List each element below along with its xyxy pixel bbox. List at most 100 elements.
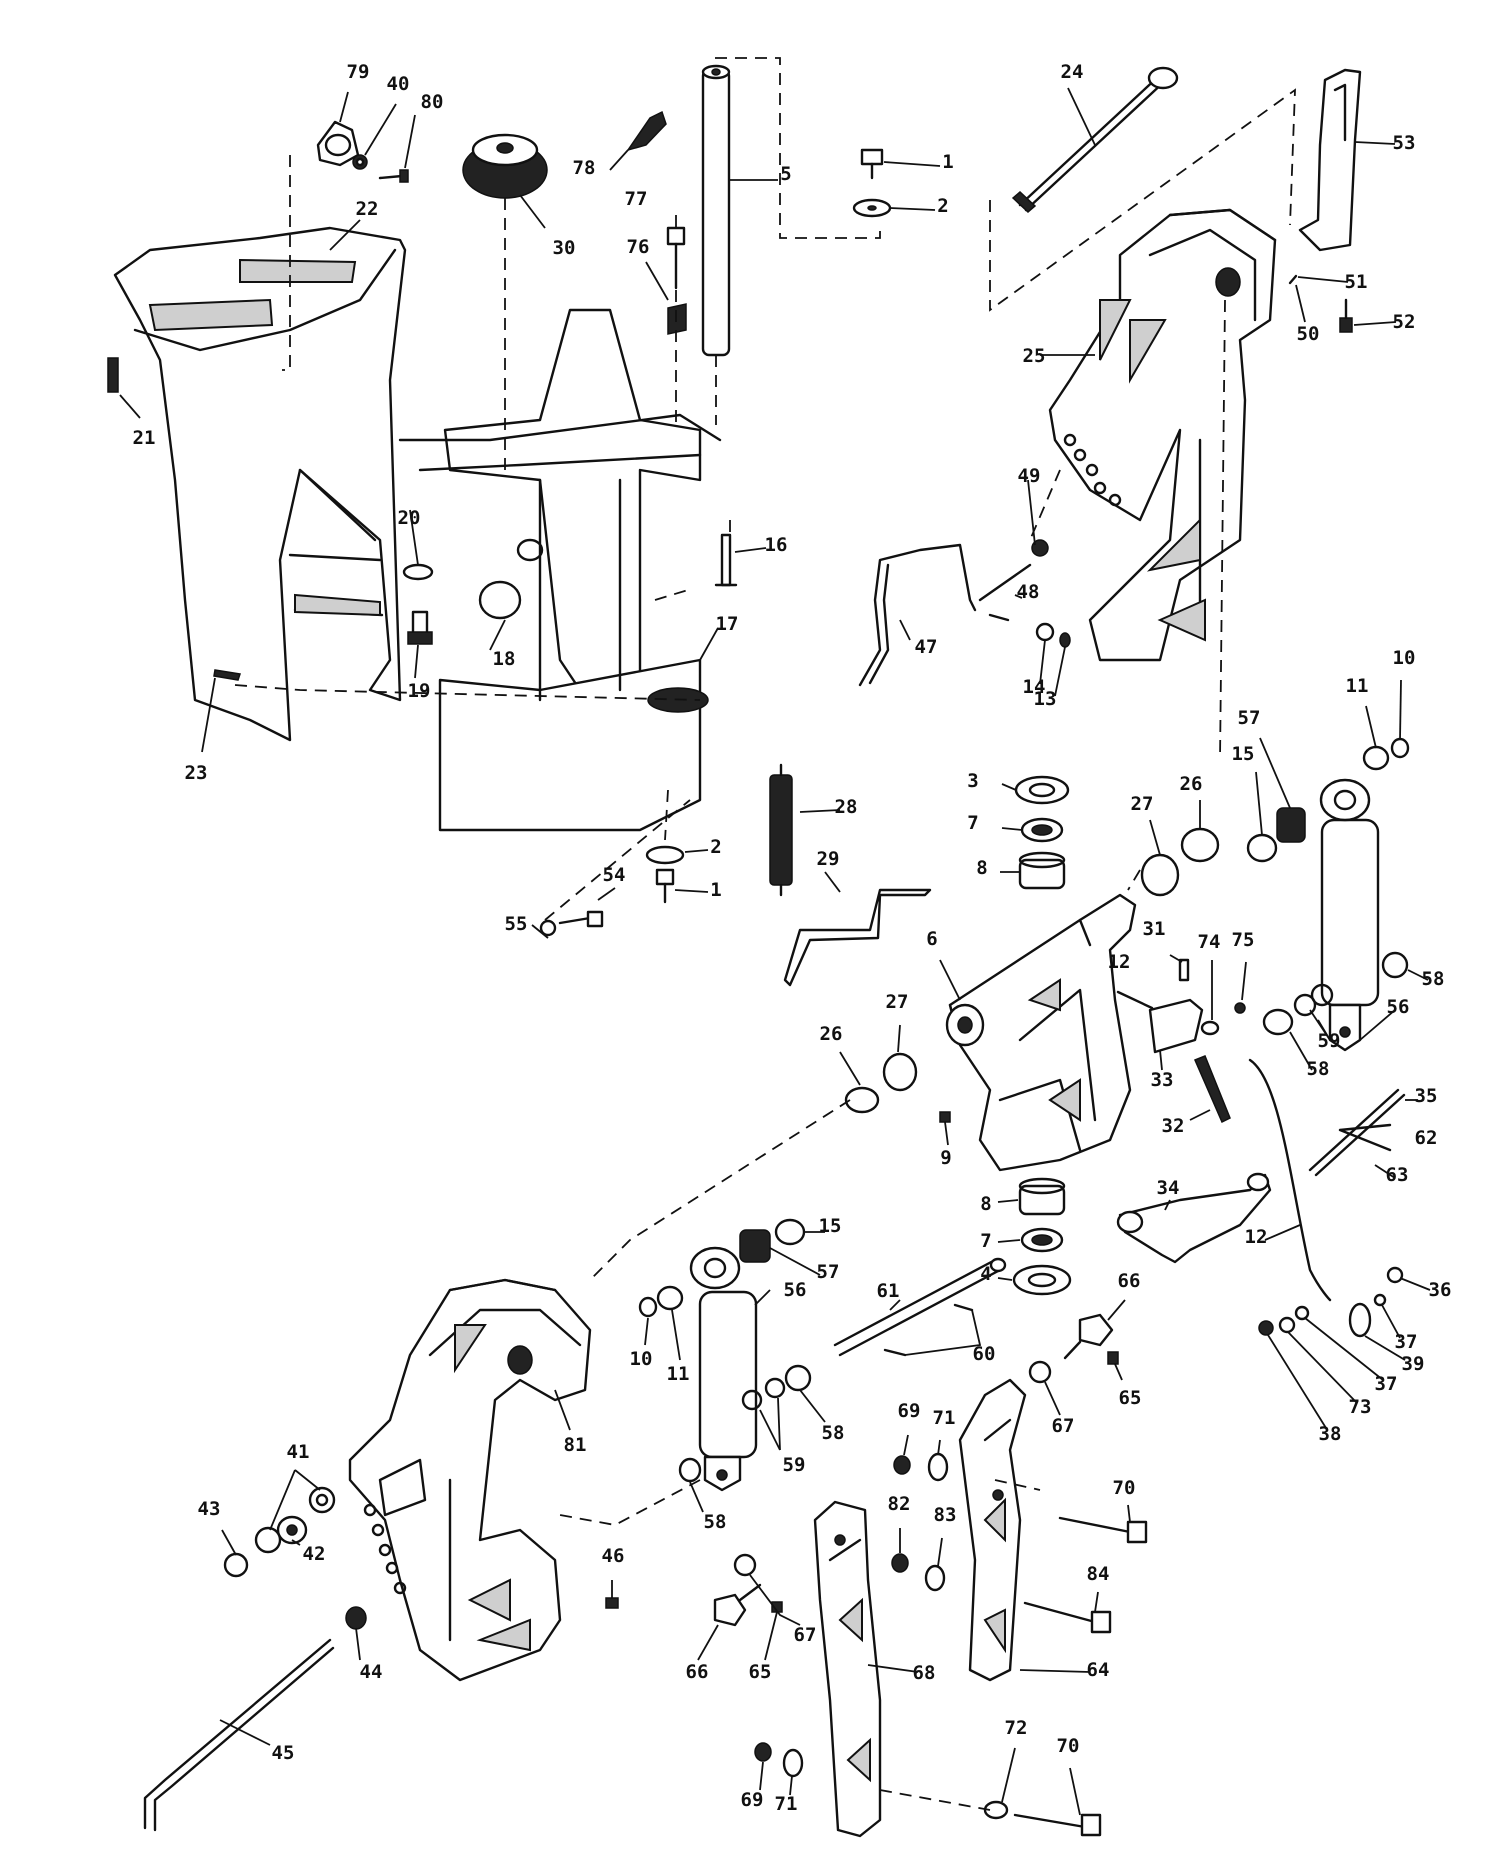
callout-c77: 77 xyxy=(625,188,648,210)
nut-69-lower xyxy=(754,1742,772,1762)
nut-49 xyxy=(1031,539,1049,557)
callout-c17: 17 xyxy=(716,613,739,635)
spring-28 xyxy=(769,763,793,897)
nut-43 xyxy=(223,1552,249,1578)
callout-c8a: 8 xyxy=(976,857,987,879)
callout-c32: 32 xyxy=(1162,1115,1185,1137)
callout-c53: 53 xyxy=(1393,132,1416,154)
callout-labels: 1257776787940803022212016181917232453515… xyxy=(133,61,1452,1815)
callout-c20: 20 xyxy=(398,507,421,529)
link-39 xyxy=(1348,1302,1372,1338)
callout-c68: 68 xyxy=(913,1662,936,1684)
tilt-tube xyxy=(1011,66,1179,214)
callout-c15b: 15 xyxy=(819,1215,842,1237)
washer-58-upper-b xyxy=(1262,1008,1294,1036)
screw-52 xyxy=(1339,298,1353,333)
callout-c74: 74 xyxy=(1198,931,1221,953)
callout-c55: 55 xyxy=(505,913,528,935)
washer-11-upper xyxy=(1362,745,1390,771)
callout-c59a: 59 xyxy=(1318,1030,1341,1052)
pin-74 xyxy=(1200,1020,1220,1036)
callout-c84: 84 xyxy=(1087,1563,1110,1585)
callout-c25: 25 xyxy=(1023,345,1046,367)
pin-48 xyxy=(978,563,1032,622)
washer-37b xyxy=(1294,1305,1310,1321)
bolt-70-upper xyxy=(1058,1516,1148,1544)
callout-c52: 52 xyxy=(1393,311,1416,333)
callout-c67b: 67 xyxy=(794,1624,817,1646)
callout-c57a: 57 xyxy=(1238,707,1261,729)
transom-bracket-starboard xyxy=(1048,208,1277,662)
callout-c2b: 2 xyxy=(710,836,721,858)
screw-46 xyxy=(605,1597,619,1609)
bushing-27-upper xyxy=(1140,853,1180,897)
alignment-lines xyxy=(234,57,1296,1811)
callout-c15a: 15 xyxy=(1232,743,1255,765)
cylinder-56-lower xyxy=(689,1246,758,1492)
callout-c39: 39 xyxy=(1402,1353,1425,1375)
callout-c12a: 12 xyxy=(1108,951,1131,973)
callout-c30: 30 xyxy=(553,237,576,259)
callout-c58d: 58 xyxy=(704,1511,727,1533)
callout-c11b: 11 xyxy=(667,1363,690,1385)
callout-c26b: 26 xyxy=(820,1023,843,1045)
callout-c57b: 57 xyxy=(817,1261,840,1283)
callout-c22: 22 xyxy=(356,198,379,220)
tilt-rod-47 xyxy=(858,543,977,687)
callout-c63: 63 xyxy=(1386,1164,1409,1186)
link-34 xyxy=(1118,1173,1272,1264)
washer-15-lower xyxy=(774,1218,806,1246)
tilt-rod-47-inner xyxy=(868,563,890,685)
callout-c64: 64 xyxy=(1087,1659,1110,1681)
callout-c54: 54 xyxy=(603,864,626,886)
lower-bushings xyxy=(1012,1177,1072,1296)
leader-62 xyxy=(1338,1123,1392,1152)
callout-c7a: 7 xyxy=(967,812,978,834)
washer-15-upper xyxy=(1246,833,1278,863)
callout-c19: 19 xyxy=(408,680,431,702)
washer-55 xyxy=(539,919,557,937)
upper-bushings xyxy=(1014,775,1070,890)
callout-c31: 31 xyxy=(1143,918,1166,940)
callout-c9: 9 xyxy=(940,1147,951,1169)
callout-c11a: 11 xyxy=(1346,675,1369,697)
callout-c26a: 26 xyxy=(1180,773,1203,795)
washer-41b xyxy=(315,1493,329,1507)
callout-c82: 82 xyxy=(888,1493,911,1515)
tilt-lever-68 xyxy=(813,1500,882,1838)
callout-c66b: 66 xyxy=(686,1661,709,1683)
swivel-bracket xyxy=(945,893,1137,1172)
callout-c67a: 67 xyxy=(1052,1415,1075,1437)
callout-c69a: 69 xyxy=(898,1400,921,1422)
callout-c58c: 58 xyxy=(822,1422,845,1444)
washer-26-lower xyxy=(844,1086,880,1114)
ring-59-lower-a xyxy=(741,1389,763,1411)
screw-36 xyxy=(1386,1266,1404,1284)
bolt-84 xyxy=(1023,1601,1112,1634)
callout-c42: 42 xyxy=(303,1543,326,1565)
callout-c1a: 1 xyxy=(942,151,953,173)
washer-73 xyxy=(1278,1316,1296,1334)
callout-c38: 38 xyxy=(1319,1423,1342,1445)
port-bracket-holes xyxy=(363,1503,407,1595)
callout-c37a: 37 xyxy=(1395,1331,1418,1353)
washer-67-left xyxy=(733,1553,757,1577)
washer-71-lower xyxy=(782,1748,804,1778)
callout-c51: 51 xyxy=(1345,271,1368,293)
washer-2-lower xyxy=(645,845,685,865)
callout-c44: 44 xyxy=(360,1661,383,1683)
callout-c27a: 27 xyxy=(1131,793,1154,815)
callout-c78: 78 xyxy=(573,157,596,179)
nut-38 xyxy=(1258,1320,1274,1336)
lever-29 xyxy=(783,888,932,987)
nut-82 xyxy=(891,1553,909,1573)
callout-c7b: 7 xyxy=(980,1230,991,1252)
callout-c43: 43 xyxy=(198,1498,221,1520)
ring-59-upper-b xyxy=(1310,983,1334,1007)
callout-c79: 79 xyxy=(347,61,370,83)
knob-66-left xyxy=(713,1583,762,1627)
callout-c5: 5 xyxy=(780,163,791,185)
bracket-holes xyxy=(1063,433,1122,507)
washer-37a xyxy=(1373,1293,1387,1307)
